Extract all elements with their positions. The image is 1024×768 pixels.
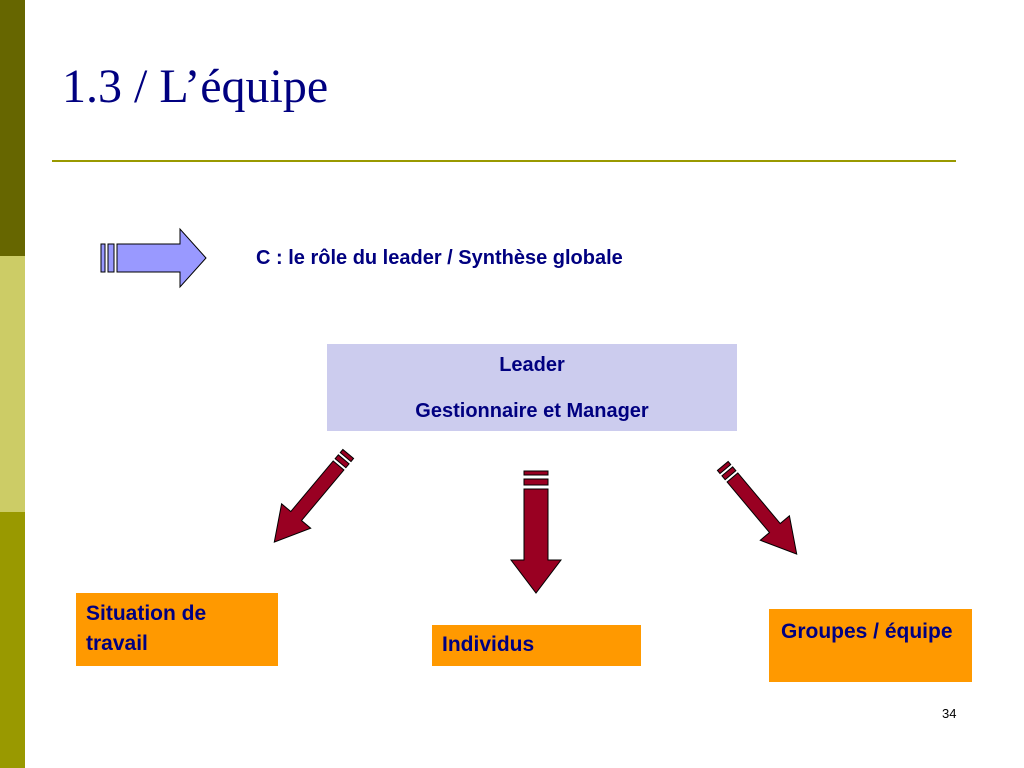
leader-label: Leader [499, 354, 565, 376]
sidebar-stripe [0, 0, 25, 768]
situation-box: Situation de travail [76, 593, 278, 666]
leader-box: Leader Gestionnaire et Manager [327, 344, 737, 431]
down-arrow-icon-left [273, 448, 355, 543]
title-underline [52, 160, 956, 162]
groupes-box: Groupes / équipe [769, 609, 972, 682]
individus-box: Individus [432, 625, 641, 666]
slide-title: 1.3 / L’équipe [62, 60, 329, 113]
right-arrow-icon [100, 227, 207, 289]
sidebar-segment-mid [0, 512, 25, 768]
sidebar-segment-light [0, 256, 25, 512]
page-number: 34 [942, 706, 957, 721]
down-arrow-icon-right [716, 460, 798, 555]
sidebar-segment-dark [0, 0, 25, 256]
down-arrow-icon-center [509, 470, 563, 594]
section-subtitle: C : le rôle du leader / Synthèse globale [256, 247, 623, 269]
manager-label: Gestionnaire et Manager [415, 400, 649, 422]
